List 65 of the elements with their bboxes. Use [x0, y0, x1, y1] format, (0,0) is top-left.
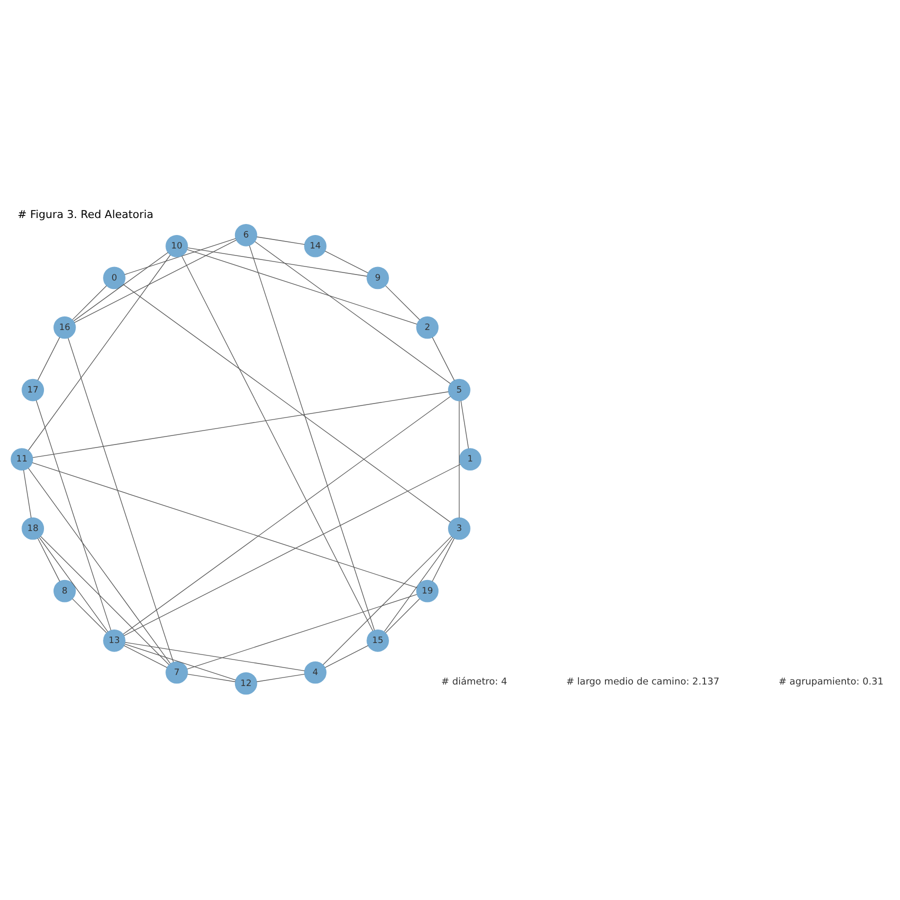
connector — [256, 236, 305, 244]
connector — [254, 240, 451, 384]
connector — [256, 673, 305, 682]
connector — [385, 284, 420, 320]
connector — [432, 336, 455, 380]
connector — [40, 536, 170, 665]
connector — [32, 462, 418, 588]
connector — [460, 400, 469, 448]
node-circle: 2 — [416, 316, 439, 338]
connector — [23, 469, 32, 518]
connector — [68, 337, 174, 662]
connector — [124, 644, 168, 668]
node-circle: 10 — [166, 234, 188, 257]
label: # largo medio de camino: 2.137 — [566, 676, 720, 688]
connector — [122, 284, 451, 522]
connector — [28, 467, 171, 664]
connector — [72, 598, 107, 633]
node-circle: 15 — [366, 628, 389, 652]
connector — [124, 463, 461, 636]
connector — [74, 239, 237, 322]
connector — [124, 238, 236, 274]
node-circle: 12 — [234, 672, 258, 694]
node-circle: 1 — [459, 448, 482, 470]
connector — [322, 535, 452, 665]
label: # diámetro: 4 — [441, 676, 508, 688]
node-circle: 8 — [54, 579, 76, 602]
node-circle: 0 — [103, 266, 126, 289]
node-circle: 9 — [366, 266, 389, 289]
connector — [385, 598, 420, 633]
node-circle: 4 — [304, 660, 326, 684]
node-circle: 6 — [234, 223, 258, 246]
connector — [72, 284, 107, 320]
connector — [187, 247, 368, 276]
connector — [28, 254, 171, 450]
connector — [432, 538, 455, 582]
connector — [36, 400, 112, 630]
node-circle: 19 — [416, 579, 439, 602]
connector — [122, 396, 451, 634]
connector — [186, 248, 418, 324]
connector — [73, 252, 168, 321]
connector — [324, 250, 368, 273]
node-circle: 16 — [54, 316, 76, 338]
connector — [181, 255, 374, 631]
connector — [39, 536, 108, 632]
connector — [249, 244, 375, 630]
connector — [384, 536, 454, 632]
connector — [32, 390, 449, 458]
connector — [458, 400, 460, 518]
node-circle: 3 — [448, 516, 470, 540]
node-circle: 11 — [10, 448, 34, 470]
connector — [37, 537, 60, 582]
node-circle: 13 — [103, 628, 126, 652]
diagram-title: # Figura 3. Red Aleatoria — [18, 208, 154, 221]
connector — [324, 644, 368, 668]
label: # agrupamiento: 0.31 — [778, 676, 884, 688]
connector — [124, 643, 236, 680]
connector — [186, 594, 418, 669]
connector — [187, 673, 236, 682]
node-circle: 7 — [166, 660, 188, 684]
node-circle: 18 — [22, 516, 44, 540]
connector — [124, 642, 305, 671]
connector — [37, 336, 60, 380]
node-circle: 5 — [448, 378, 470, 401]
node-circle: 14 — [304, 234, 326, 257]
node-circle: 17 — [22, 378, 44, 401]
